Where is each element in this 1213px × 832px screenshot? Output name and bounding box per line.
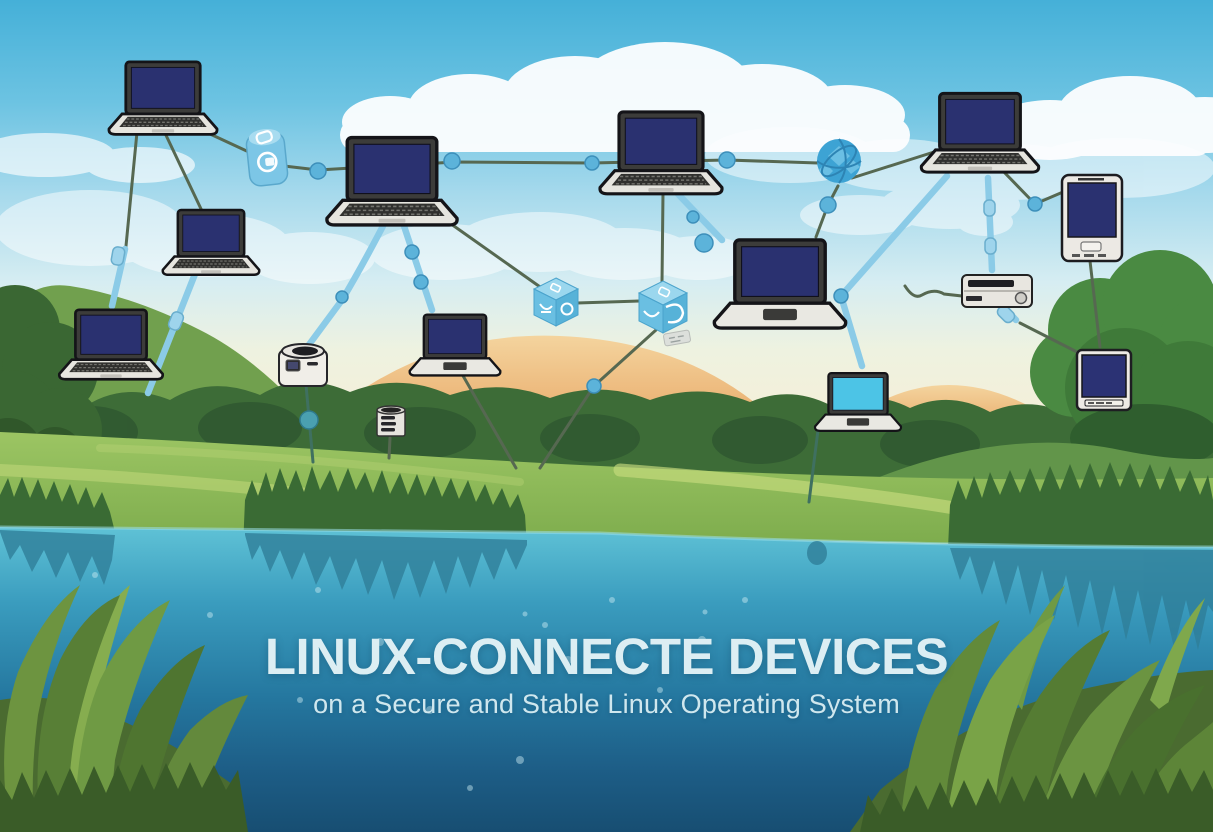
laptop-icon [598, 110, 724, 196]
laptop-icon [107, 60, 219, 136]
grass-reflection [0, 530, 1213, 650]
laptop-icon [919, 91, 1041, 174]
desktop-monitor-icon [1075, 348, 1133, 412]
clouds [0, 42, 1213, 284]
laptop-icon [712, 238, 848, 330]
laptop-icon [408, 313, 502, 377]
meadow [0, 432, 1213, 550]
tag-chip-icon [663, 329, 691, 347]
network-nodes [299, 151, 1043, 430]
foreground-grass-left [0, 585, 248, 832]
laptop-icon [161, 208, 261, 277]
network-links [108, 125, 1102, 504]
globe-network-icon [816, 138, 862, 184]
padlock-cube-icon [245, 128, 289, 187]
storage-stack-icon [376, 405, 406, 437]
laptop-icon [57, 308, 165, 381]
bank-grass [0, 462, 1213, 548]
laptop-icon [325, 135, 459, 227]
laptop-cyan-icon [813, 372, 903, 432]
tablet-icon [1060, 173, 1124, 263]
smart-device-icon [278, 343, 328, 387]
package-cube-icon [532, 277, 580, 327]
foreground-grass-right [850, 585, 1213, 832]
package-cube-icon [637, 280, 689, 334]
lake [0, 525, 1213, 832]
router-server-icon [961, 274, 1033, 308]
cable-connectors [110, 199, 1016, 331]
